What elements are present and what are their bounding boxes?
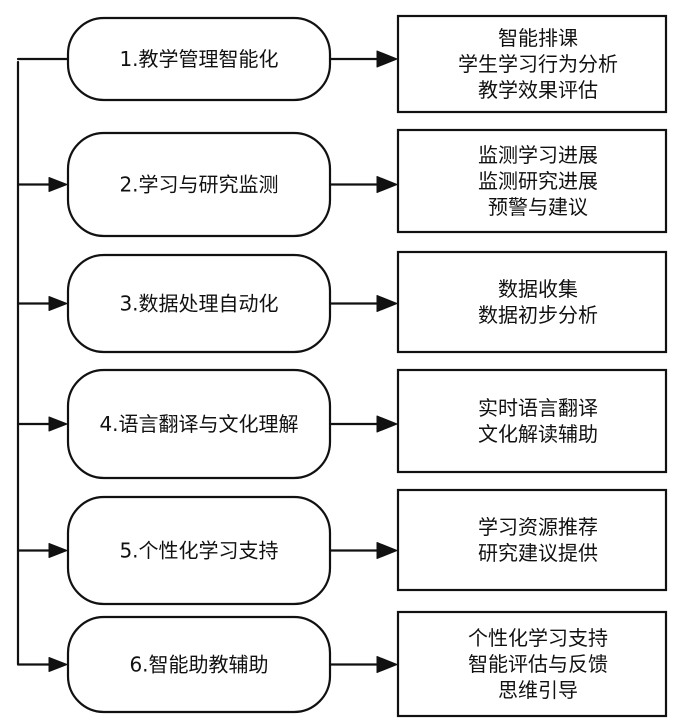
connector-arrowhead: [376, 415, 398, 433]
branch-arrowhead: [48, 416, 68, 432]
connector-arrowhead: [376, 176, 398, 193]
detail-box: [396, 368, 668, 474]
connector-arrowhead: [376, 50, 398, 68]
detail-line: 思维引导: [498, 678, 578, 702]
category-title: 1.教学管理智能化: [119, 47, 278, 71]
detail-line: 监测学习进展: [478, 143, 598, 167]
detail-line: 学习资源推荐: [478, 515, 598, 539]
category-title: 4.语言翻译与文化理解: [99, 412, 298, 436]
detail-box: [396, 610, 668, 718]
detail-line: 数据初步分析: [478, 303, 598, 327]
branch-arrowhead: [48, 543, 68, 558]
detail-line: 预警与建议: [488, 195, 588, 219]
category-title: 3.数据处理自动化: [119, 292, 278, 316]
detail-line: 文化解读辅助: [478, 422, 598, 446]
detail-box: [396, 14, 668, 114]
detail-line: 智能评估与反馈: [468, 652, 608, 676]
category-title: 2.学习与研究监测: [119, 173, 278, 197]
detail-line: 监测研究进展: [478, 169, 598, 193]
connector-arrowhead: [376, 295, 398, 312]
connector-arrowhead: [376, 656, 398, 673]
branch-arrowhead: [48, 296, 68, 311]
branch-arrowhead: [48, 177, 68, 192]
category-title: 6.智能助教辅助: [129, 653, 268, 677]
category-title: 5.个性化学习支持: [119, 539, 278, 563]
detail-line: 教学效果评估: [478, 78, 598, 102]
detail-box: [396, 250, 668, 354]
detail-line: 数据收集: [498, 277, 578, 301]
detail-box: [396, 128, 668, 234]
detail-line: 研究建议提供: [478, 541, 598, 565]
detail-box: [396, 488, 668, 592]
branch-arrowhead: [48, 657, 68, 672]
detail-line: 个性化学习支持: [468, 626, 608, 650]
detail-line: 实时语言翻译: [478, 396, 598, 420]
detail-line: 智能排课: [498, 26, 578, 50]
detail-line: 学生学习行为分析: [458, 52, 618, 76]
connector-arrowhead: [376, 542, 398, 559]
